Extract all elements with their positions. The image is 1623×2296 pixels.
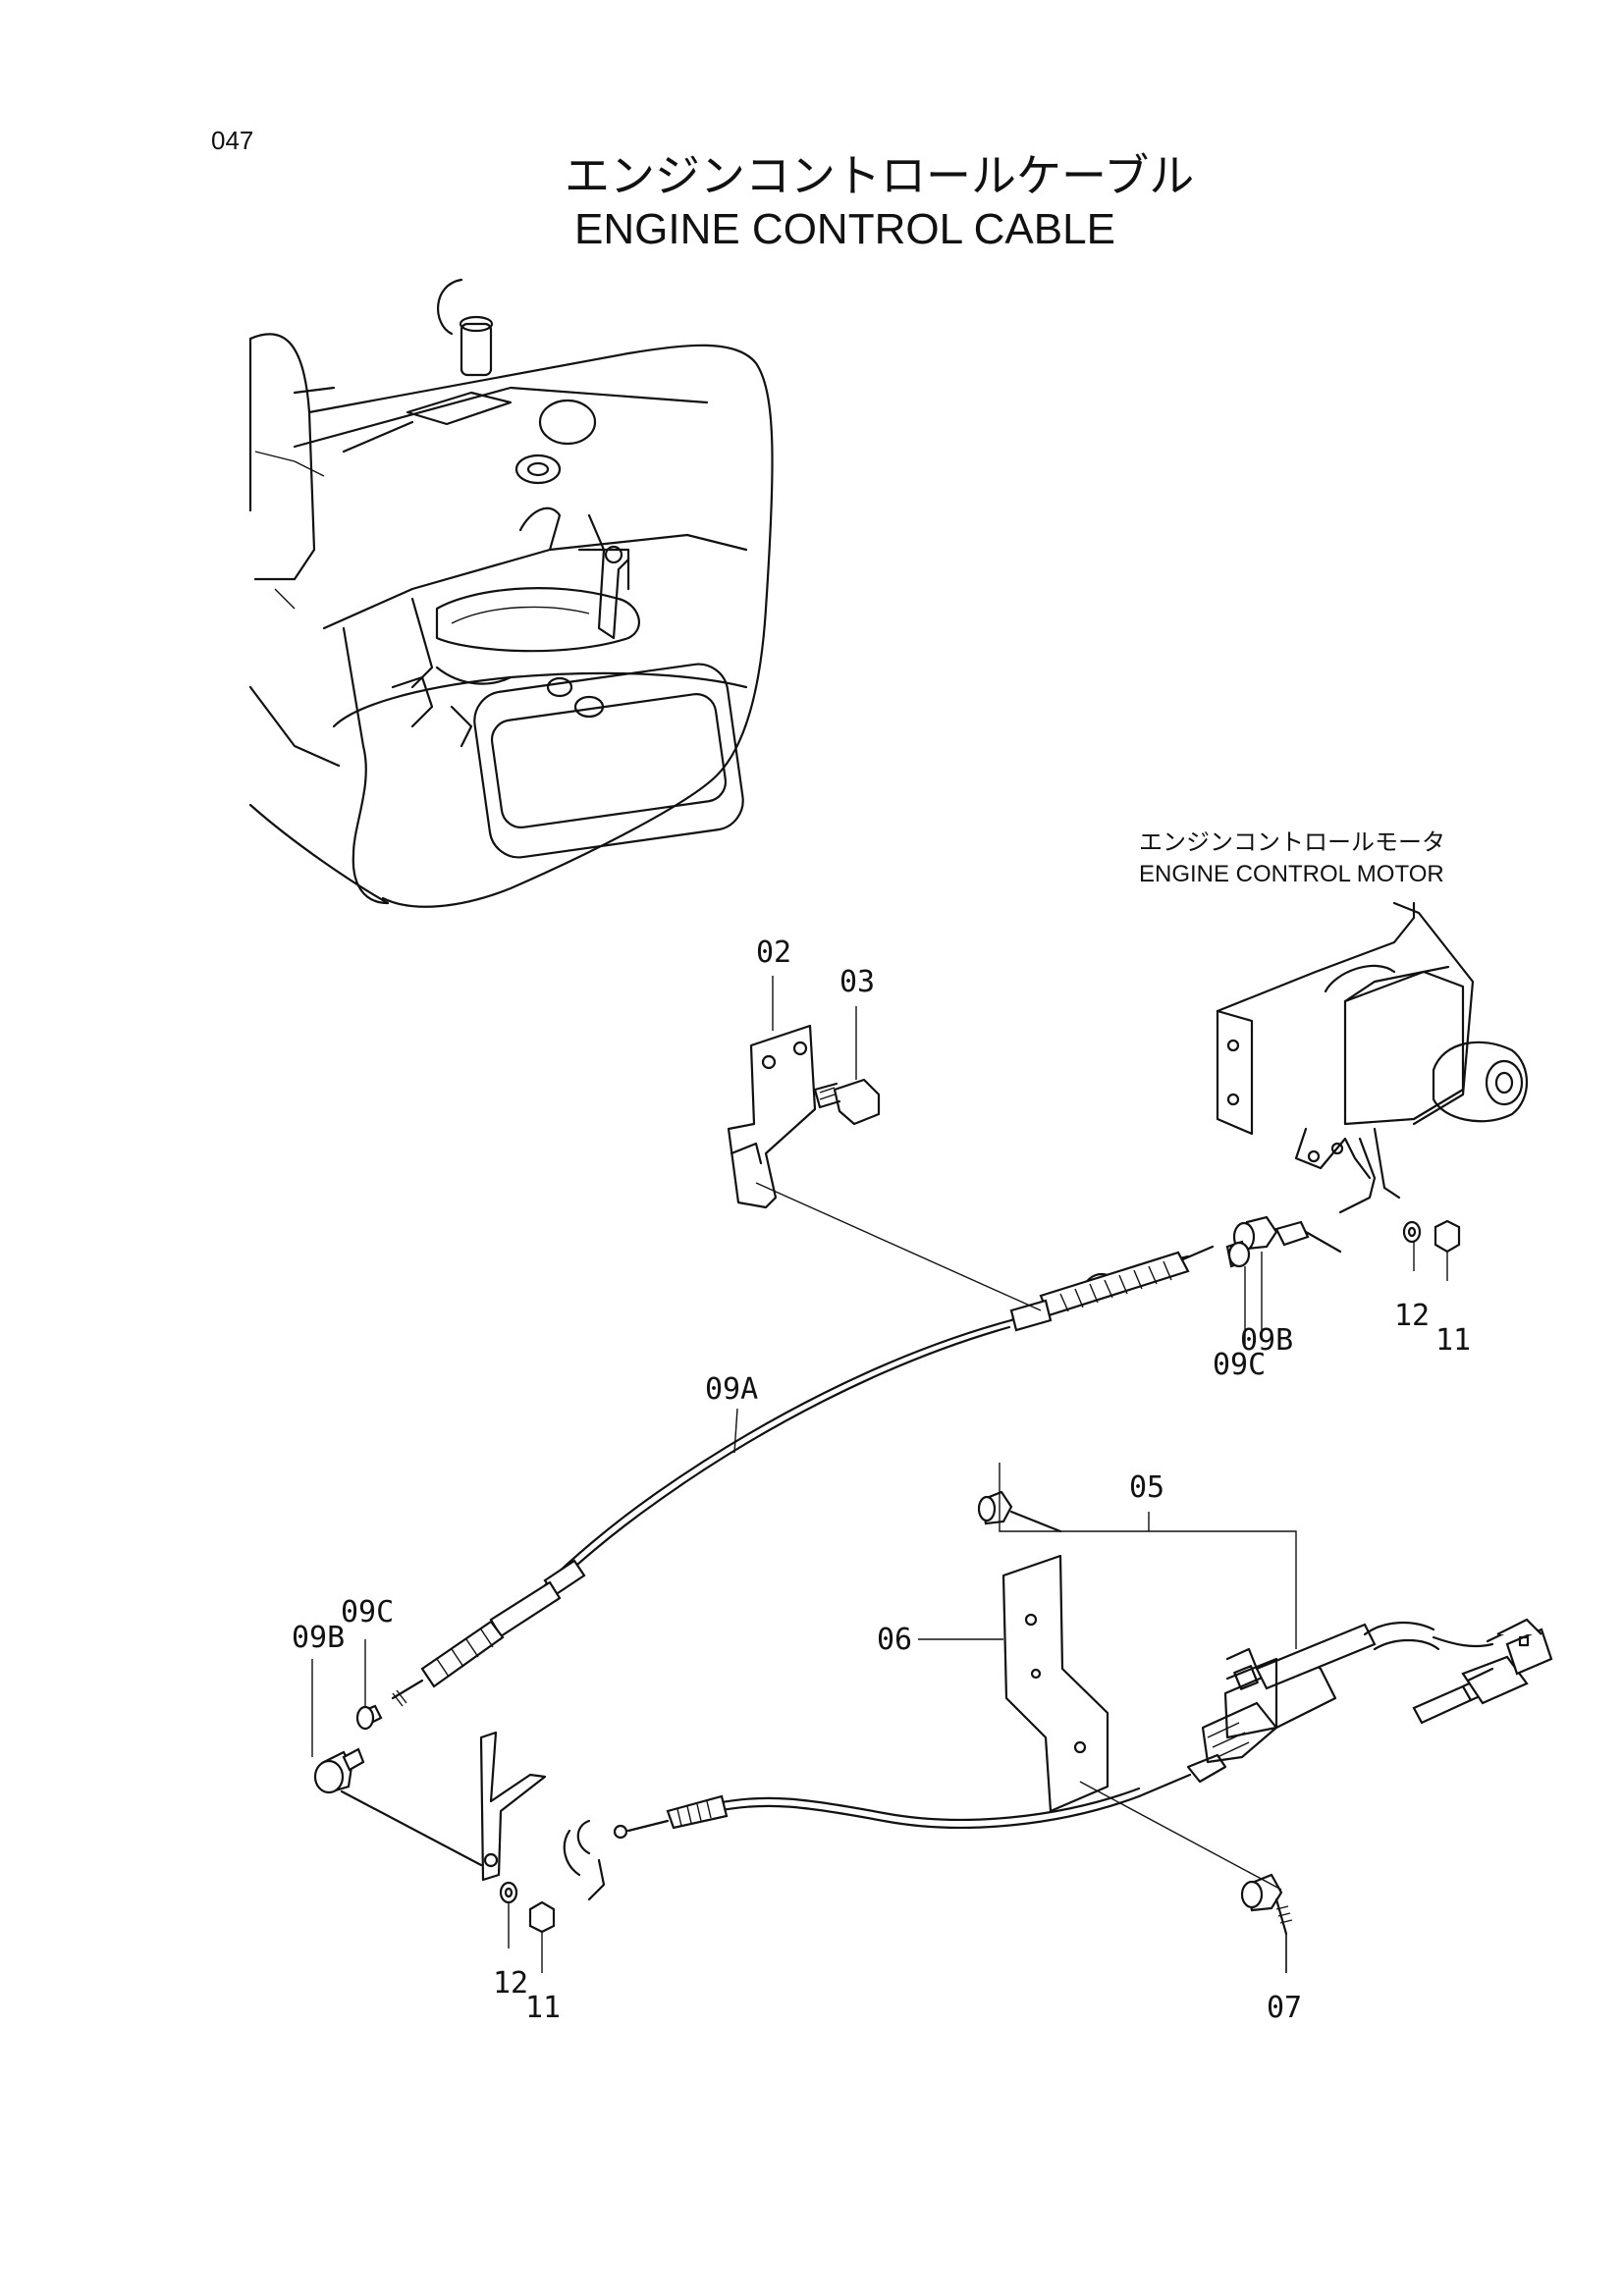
part-label-02: 02 bbox=[756, 935, 791, 970]
bolt-07-illustration bbox=[1240, 1873, 1293, 1973]
bolt-03-illustration bbox=[813, 1078, 881, 1126]
part-label-05: 05 bbox=[1129, 1470, 1164, 1505]
part-label-11-lower: 11 bbox=[525, 1991, 561, 2025]
rod-end-upper-illustration bbox=[1225, 1215, 1342, 1268]
part-label-03: 03 bbox=[839, 965, 875, 999]
control-cable-09a-illustration bbox=[391, 1245, 1215, 1707]
part-label-09b-upper: 09B bbox=[1240, 1323, 1293, 1358]
lower-cable-illustration bbox=[563, 1787, 1141, 1901]
page-number: 047 bbox=[211, 126, 253, 155]
washer-nut-lower-illustration bbox=[499, 1881, 556, 1973]
washer-nut-upper-illustration bbox=[1402, 1219, 1461, 1281]
part-label-12-upper: 12 bbox=[1394, 1299, 1430, 1333]
electrical-connector-illustration bbox=[1461, 1618, 1553, 1705]
part-label-12-lower: 12 bbox=[493, 1966, 528, 2001]
bracket-02-illustration bbox=[727, 1024, 817, 1209]
bolt-05-illustration bbox=[977, 1490, 1062, 1533]
motor-label-english: ENGINE CONTROL MOTOR bbox=[1139, 861, 1444, 887]
throttle-lever-illustration bbox=[340, 1731, 547, 1882]
part-label-09a: 09A bbox=[705, 1372, 758, 1407]
title-english: ENGINE CONTROL CABLE bbox=[574, 205, 1115, 253]
part-label-09b-lower: 09B bbox=[292, 1621, 345, 1655]
title-japanese: エンジンコントロールケーブル bbox=[565, 150, 1194, 201]
actuator-assembly-illustration bbox=[1137, 1621, 1514, 1798]
rod-end-lower-illustration bbox=[313, 1704, 383, 1794]
motor-label-japanese: エンジンコントロールモータ bbox=[1139, 829, 1445, 856]
part-label-09c-lower: 09C bbox=[341, 1595, 394, 1629]
leader-lines bbox=[311, 976, 1297, 1973]
bracket-06-illustration bbox=[1001, 1554, 1109, 1813]
part-label-11-upper: 11 bbox=[1435, 1323, 1471, 1358]
part-label-06: 06 bbox=[877, 1623, 912, 1657]
machine-overview-illustration bbox=[248, 278, 774, 908]
part-label-09c-upper: 09C bbox=[1213, 1348, 1266, 1382]
part-label-07: 07 bbox=[1267, 1991, 1302, 2025]
engine-control-motor-illustration bbox=[1216, 901, 1529, 1214]
